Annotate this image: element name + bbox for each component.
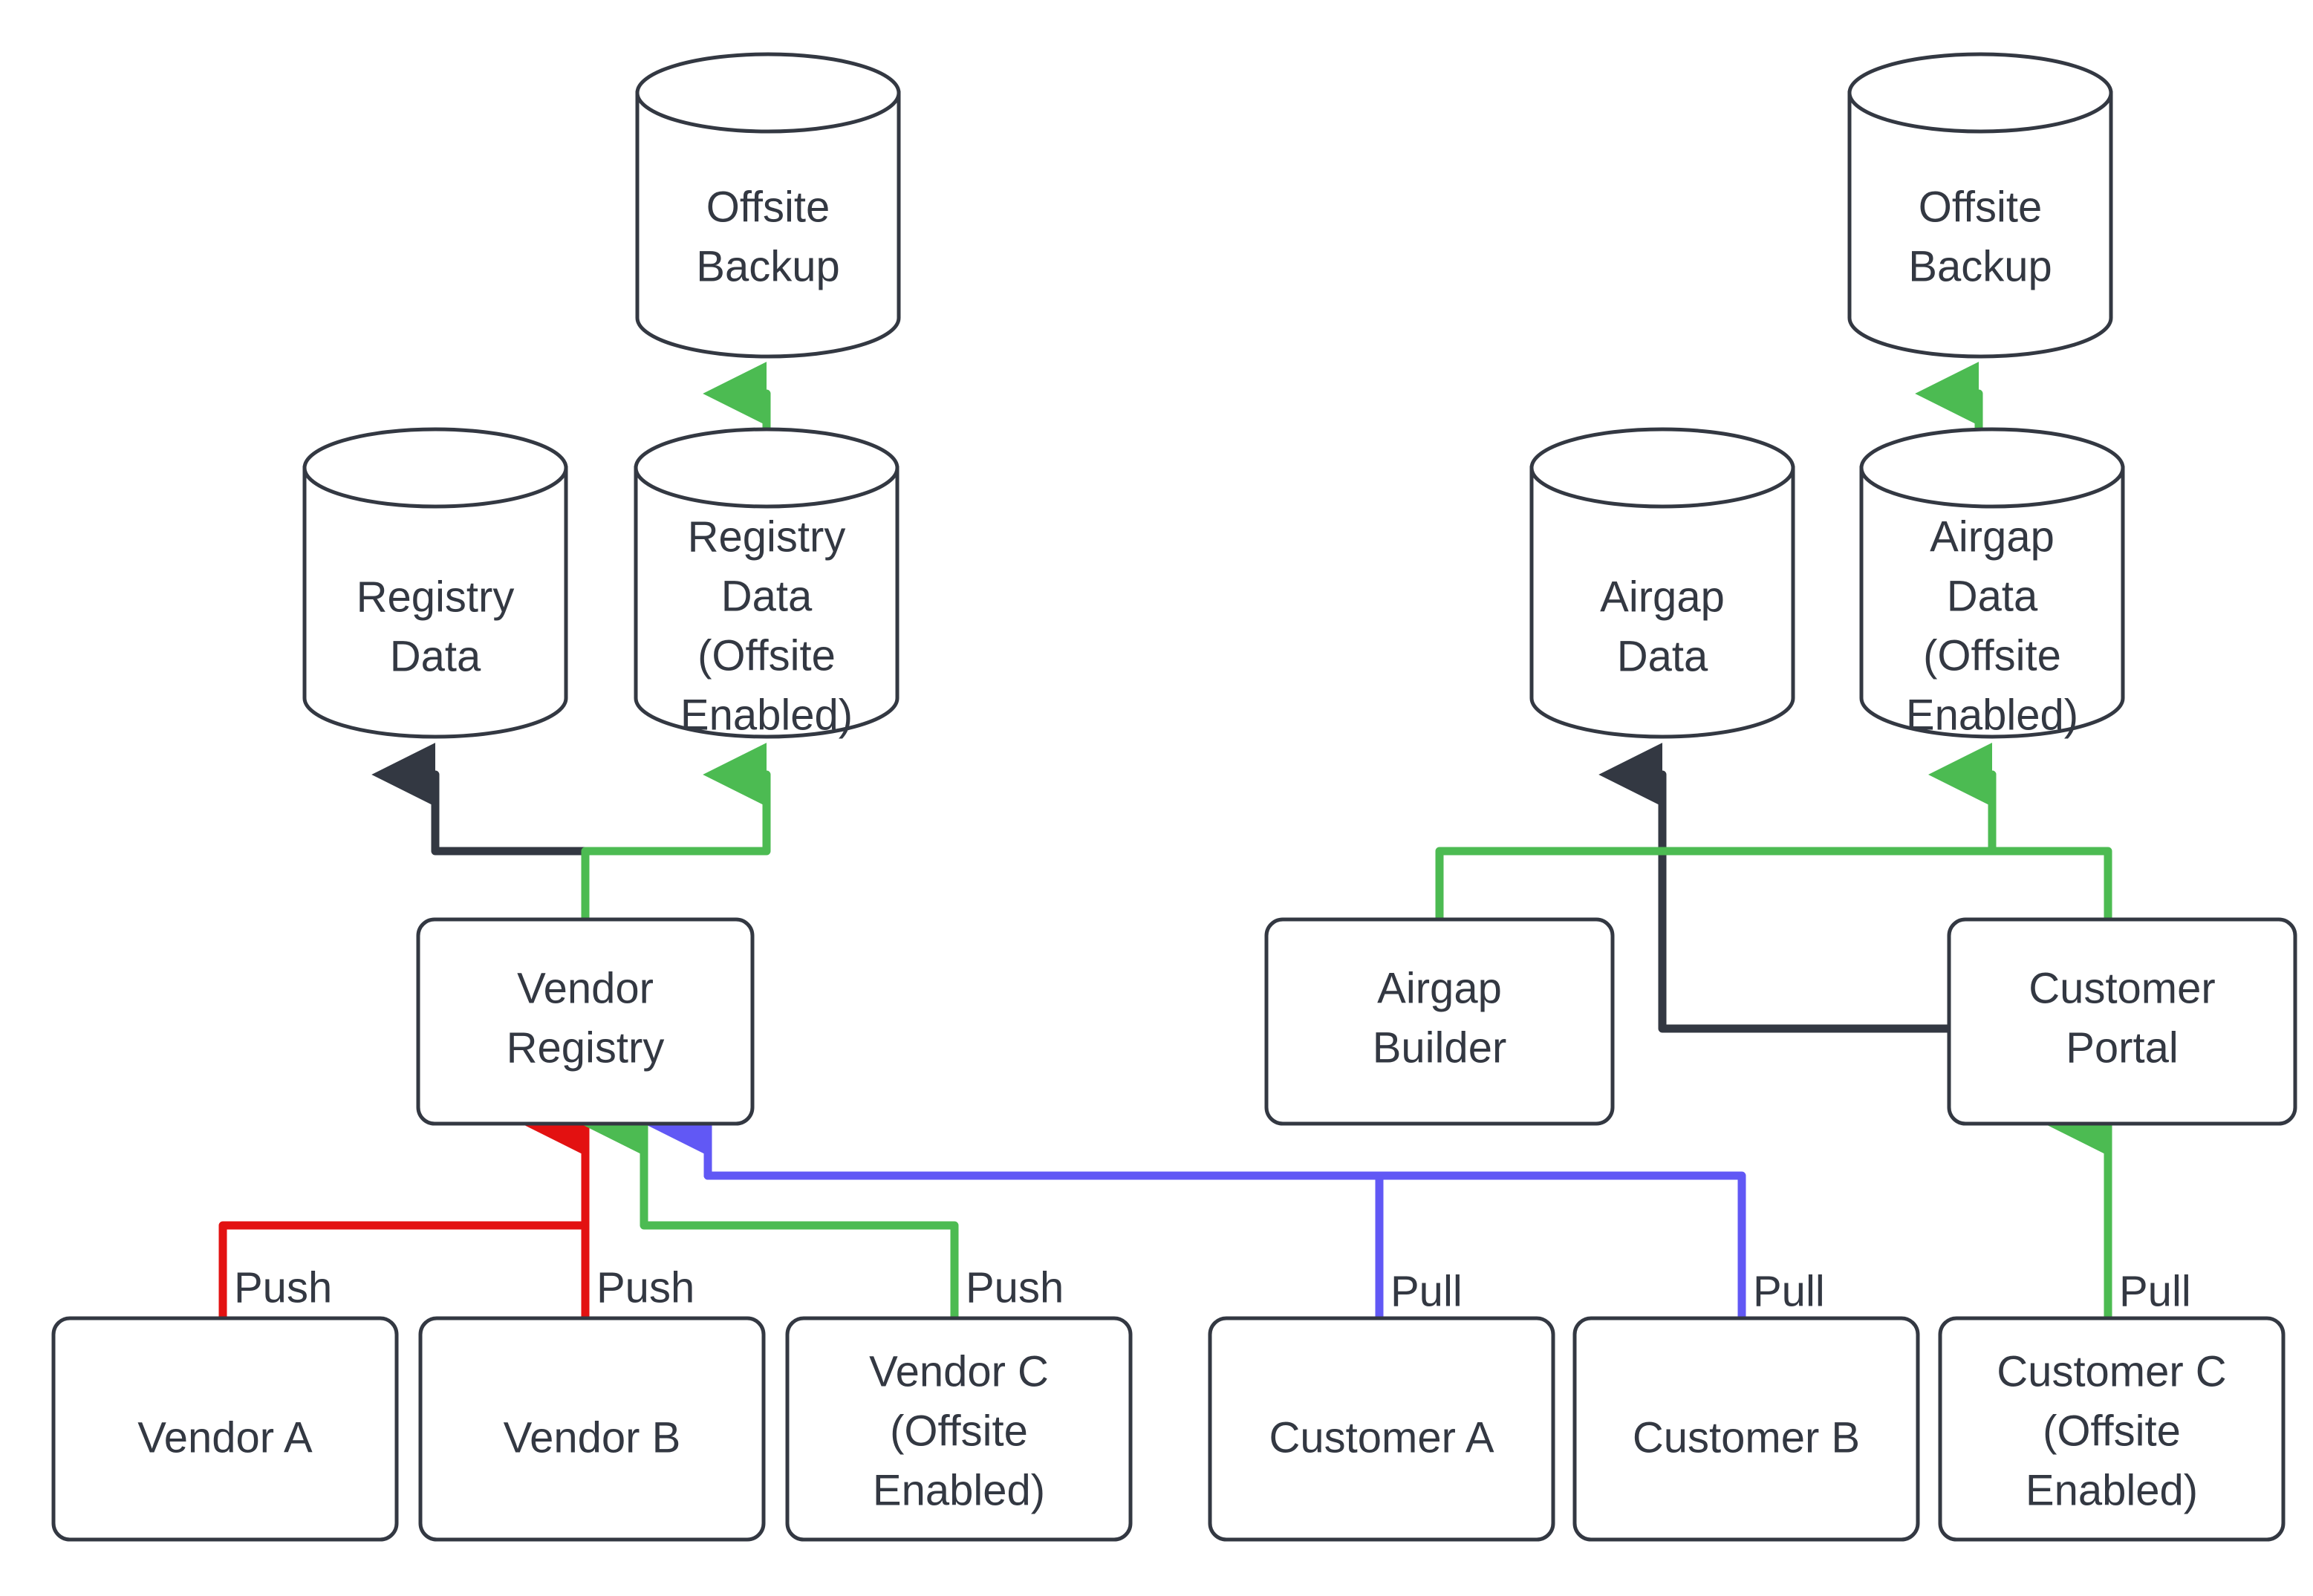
node-label: Registry xyxy=(688,512,846,561)
node-vendor-a[interactable]: Vendor A xyxy=(51,1316,399,1542)
node-label: Vendor xyxy=(517,964,654,1012)
node-customer-portal[interactable]: Customer Portal xyxy=(1947,917,2297,1126)
node-label: Vendor C xyxy=(869,1347,1049,1395)
edge-customer-portal-to-airgap-data xyxy=(1598,743,1959,1033)
node-label: Data xyxy=(721,572,813,620)
edge-label-customer-c-pull: Pull xyxy=(2119,1267,2191,1315)
node-registry-data[interactable]: Registry Data xyxy=(302,427,568,739)
node-airgap-data-offsite[interactable]: Airgap Data (Offsite Enabled) xyxy=(1859,427,2125,739)
node-vendor-b[interactable]: Vendor B xyxy=(418,1316,766,1542)
node-label: Airgap xyxy=(1930,512,2055,561)
edge-vendor-registry-to-registry-data-offsite xyxy=(581,743,771,924)
node-label: (Offsite xyxy=(890,1407,1028,1455)
node-label: Vendor B xyxy=(504,1413,681,1462)
node-label: Vendor A xyxy=(137,1413,313,1462)
edge-label-customer-b-pull: Pull xyxy=(1753,1267,1825,1315)
node-label: Registry xyxy=(507,1023,665,1072)
node-label: Data xyxy=(390,632,481,680)
node-label: Backup xyxy=(696,242,839,290)
edge-label-customer-a-pull: Pull xyxy=(1390,1267,1463,1315)
node-airgap-builder[interactable]: Airgap Builder xyxy=(1264,917,1615,1126)
node-label: (Offsite xyxy=(2043,1407,2181,1455)
edge-customer-b-to-vendor-registry xyxy=(644,1092,1746,1323)
node-label: Offsite xyxy=(1919,183,2043,231)
edge-label-vendor-a-push: Push xyxy=(234,1263,332,1312)
node-label: Portal xyxy=(2066,1023,2179,1072)
node-label: Enabled) xyxy=(2026,1466,2198,1514)
edge-vendor-c-to-vendor-registry xyxy=(580,1092,959,1323)
node-label: Airgap xyxy=(1600,573,1725,621)
node-label: (Offsite xyxy=(1923,631,2061,680)
node-label: Customer A xyxy=(1269,1413,1494,1462)
edge-customer-portal-to-airgap-data-offsite xyxy=(1928,743,2112,924)
node-label: Airgap xyxy=(1377,964,1502,1012)
node-label: Enabled) xyxy=(1906,691,2078,739)
node-label: Customer B xyxy=(1633,1413,1860,1462)
edge-label-vendor-c-push: Push xyxy=(966,1263,1064,1312)
node-label: Enabled) xyxy=(873,1466,1045,1514)
node-label: Data xyxy=(1947,572,2038,620)
edge-label-vendor-b-push: Push xyxy=(596,1263,694,1312)
edge-airgap-builder-to-airgap-data-offsite xyxy=(1435,743,1997,924)
node-label: Customer xyxy=(2029,964,2215,1012)
node-label: Enabled) xyxy=(680,691,853,739)
node-label: Registry xyxy=(357,573,515,621)
node-vendor-c[interactable]: Vendor C (Offsite Enabled) xyxy=(785,1316,1133,1542)
edge-vendor-registry-to-registry-data xyxy=(371,743,590,924)
node-registry-data-offsite[interactable]: Registry Data (Offsite Enabled) xyxy=(634,427,900,739)
node-label: Backup xyxy=(1908,242,2052,290)
node-customer-a[interactable]: Customer A xyxy=(1208,1316,1555,1542)
node-offsite-backup-left[interactable]: Offsite Backup xyxy=(635,52,901,359)
node-offsite-backup-right[interactable]: Offsite Backup xyxy=(1847,52,2113,359)
node-vendor-registry[interactable]: Vendor Registry xyxy=(416,917,755,1126)
node-label: Data xyxy=(1617,632,1708,680)
node-label: Customer C xyxy=(1997,1347,2226,1395)
node-customer-b[interactable]: Customer B xyxy=(1572,1316,1920,1542)
node-label: Builder xyxy=(1373,1023,1507,1072)
node-airgap-data[interactable]: Airgap Data xyxy=(1529,427,1795,739)
node-label: (Offsite xyxy=(697,631,836,680)
node-label: Offsite xyxy=(706,183,830,231)
node-customer-c[interactable]: Customer C (Offsite Enabled) xyxy=(1938,1316,2286,1542)
